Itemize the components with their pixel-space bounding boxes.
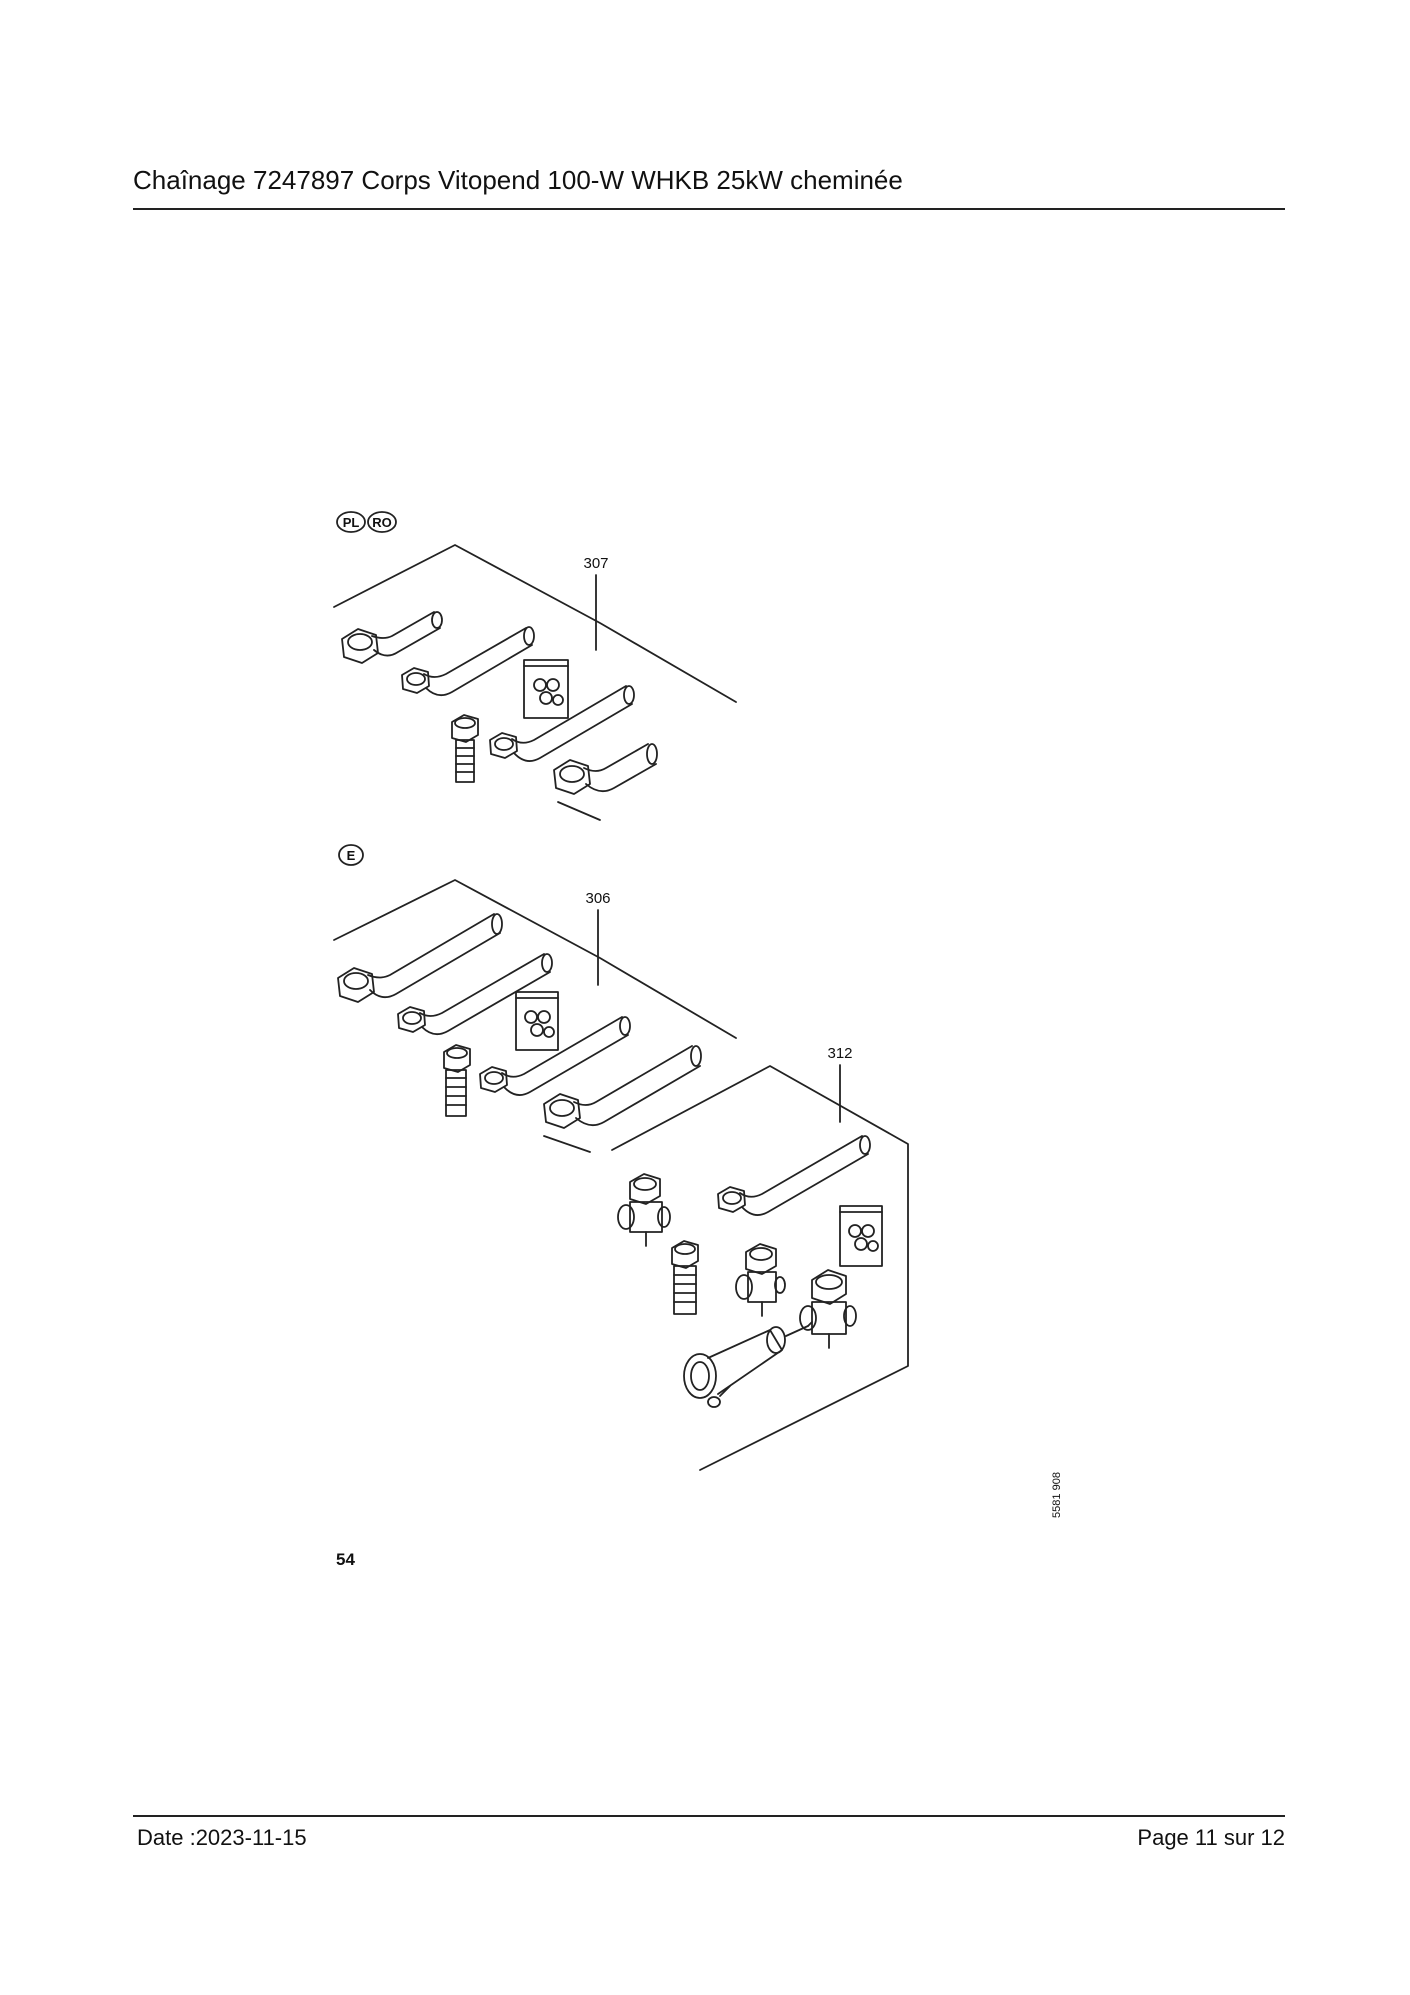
badge-ro-label: RO: [372, 515, 392, 530]
callout-306: 306: [585, 890, 610, 907]
elbow-pipe-icon: [401, 626, 535, 697]
valve-body-icon: [799, 1269, 857, 1349]
badge-e-label: E: [347, 848, 356, 863]
parts-diagram-svg: PL RO 307: [333, 511, 1063, 1569]
threaded-nipple-icon: [451, 714, 479, 783]
elbow-pipe-icon: [489, 685, 635, 762]
elbow-pipe-icon: [543, 1045, 702, 1129]
page-reference: 54: [336, 1550, 355, 1569]
kit-312: 312: [611, 1045, 909, 1471]
country-badge-ro: RO: [367, 511, 397, 533]
threaded-nipple-icon: [443, 1044, 471, 1117]
page-header: Chaînage 7247897 Corps Vitopend 100-W WH…: [133, 160, 1285, 210]
parts-diagram: PL RO 307: [300, 490, 1160, 1590]
badge-pl-label: PL: [343, 515, 360, 530]
footer-date: Date :2023-11-15: [137, 1825, 307, 1850]
kit-306: 306: [333, 879, 737, 1153]
kit-307: 307: [333, 544, 737, 821]
elbow-pipe-icon: [341, 611, 443, 664]
country-badge-pl: PL: [336, 511, 366, 533]
callout-312: 312: [827, 1045, 852, 1062]
document-title: Chaînage 7247897 Corps Vitopend 100-W WH…: [133, 165, 903, 195]
elbow-pipe-icon: [479, 1016, 631, 1096]
elbow-pipe-icon: [553, 743, 658, 795]
country-badge-e: E: [338, 844, 364, 866]
elbow-pipe-icon: [397, 953, 553, 1036]
elbow-pipe-icon: [337, 913, 503, 1003]
page-footer: Date :2023-11-15 Page 11 sur 12: [133, 1815, 1285, 1857]
seal-pack-icon: [839, 1205, 883, 1267]
callout-307: 307: [583, 555, 608, 572]
seal-pack-icon: [515, 991, 559, 1051]
footer-page-number: Page 11 sur 12: [1137, 1825, 1285, 1850]
tee-valve-icon: [735, 1243, 786, 1317]
seal-pack-icon: [523, 659, 569, 719]
valve-body-icon: [617, 1173, 671, 1247]
elbow-pipe-icon: [717, 1135, 871, 1216]
filling-tap-icon: [683, 1321, 813, 1408]
threaded-nipple-icon: [671, 1240, 699, 1315]
drawing-number: 5581 908: [1051, 1472, 1063, 1518]
